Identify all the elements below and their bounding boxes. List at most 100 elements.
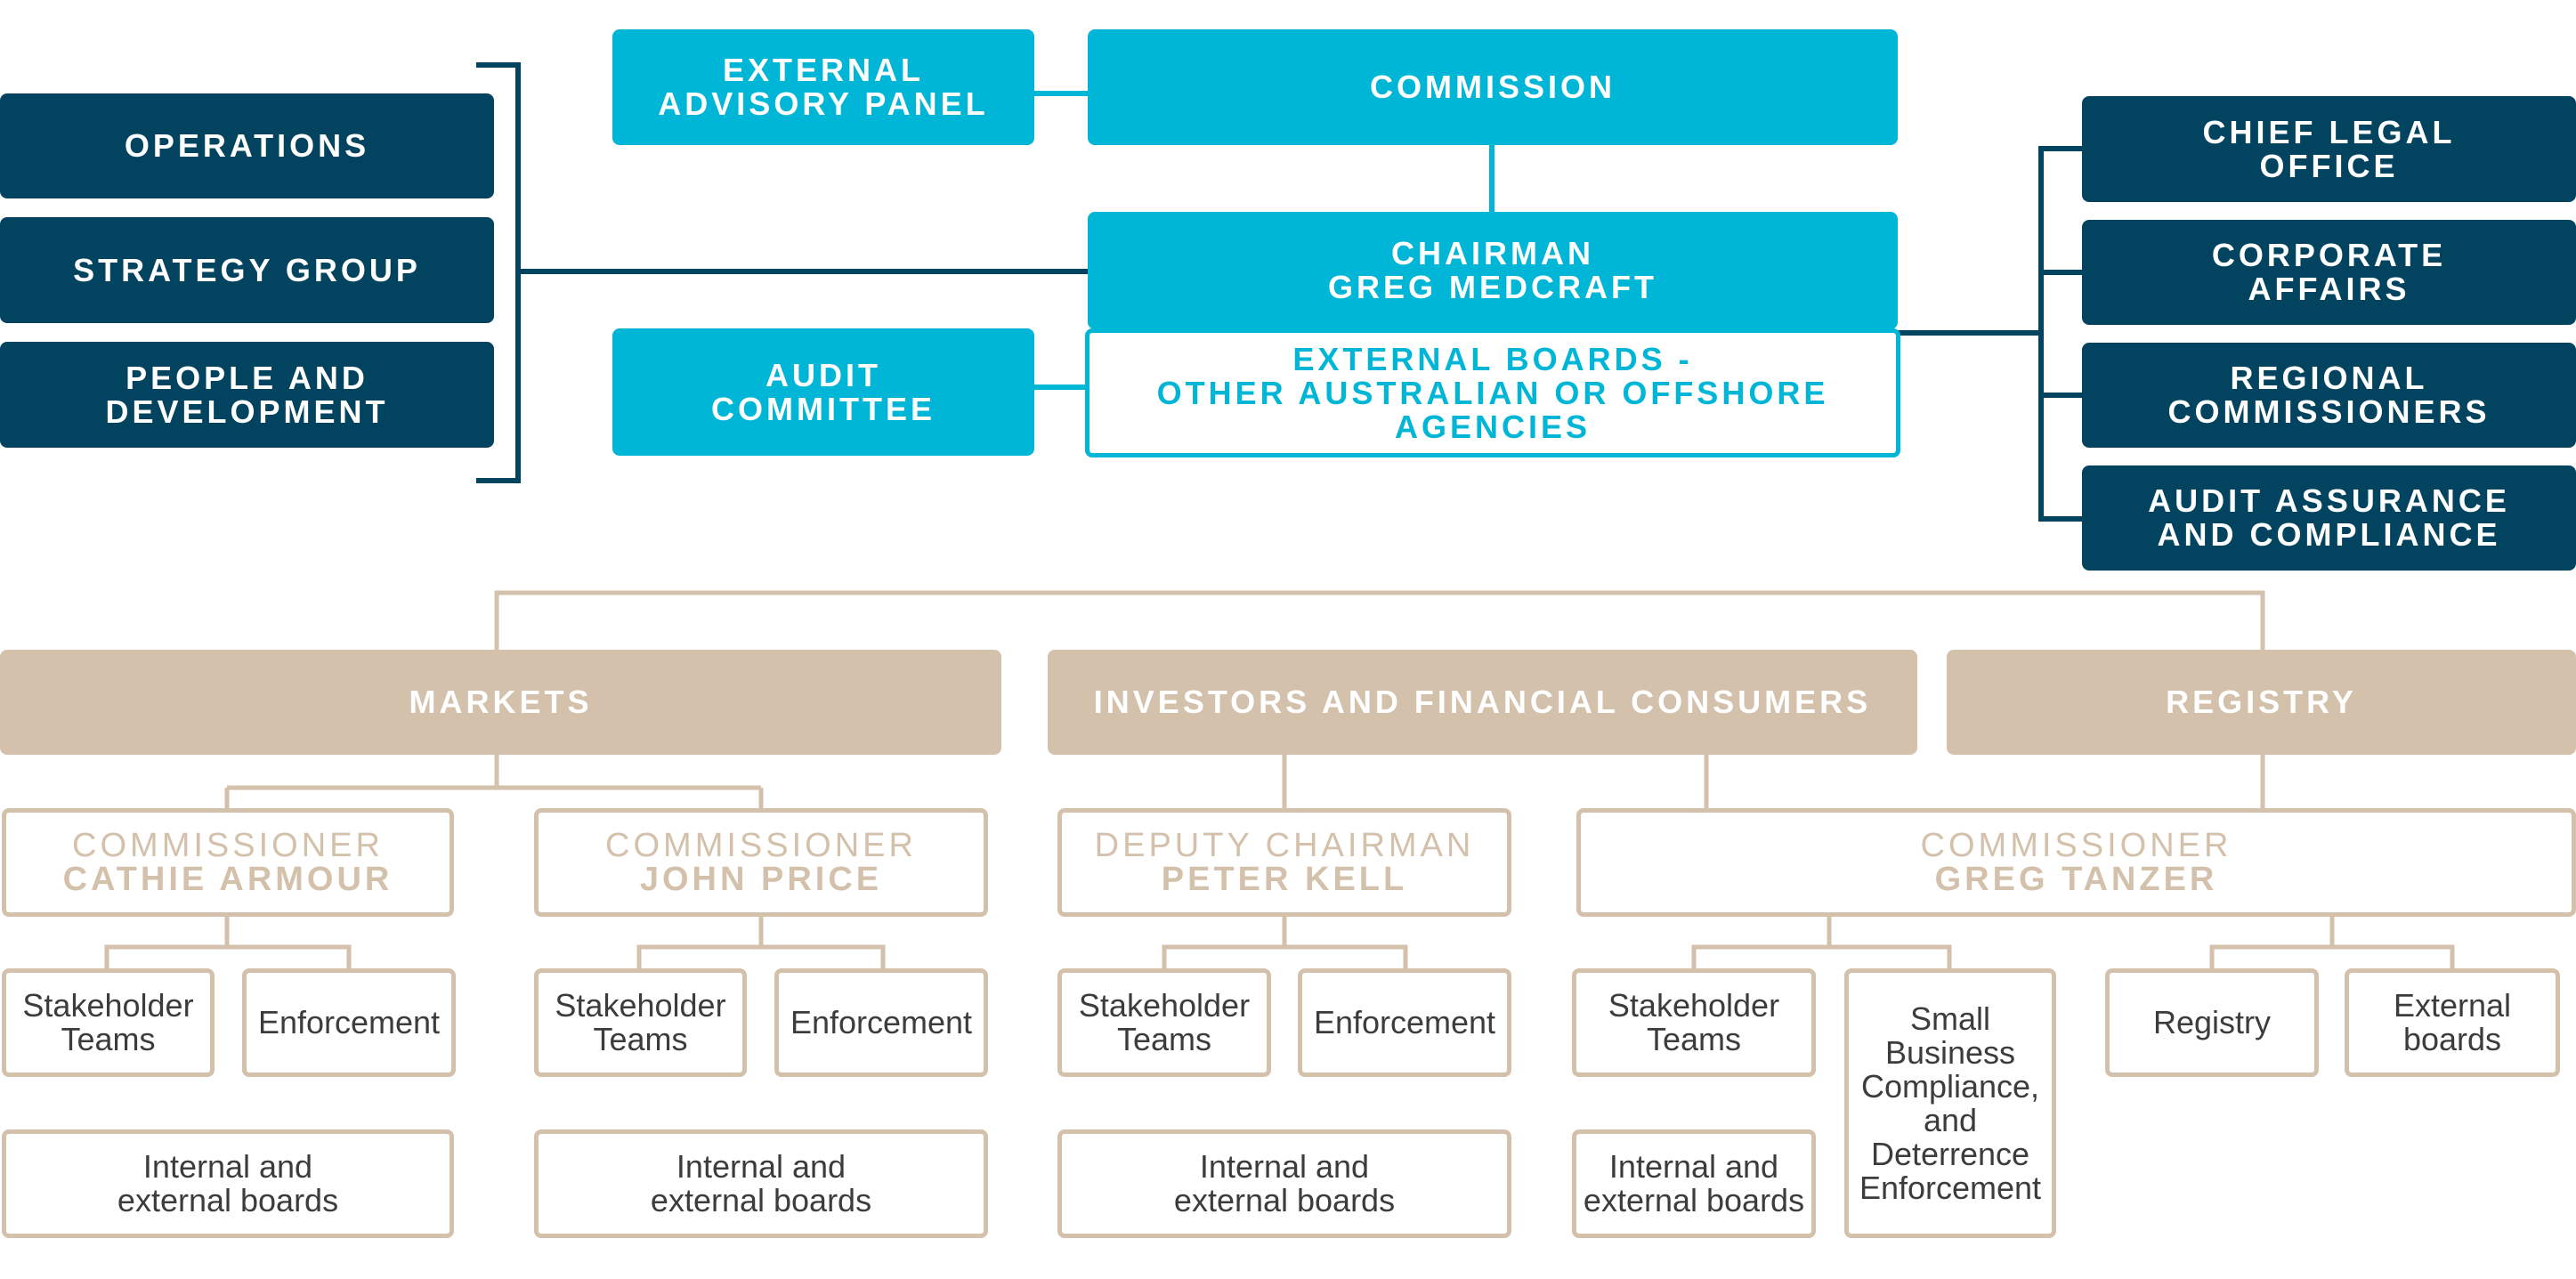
kell-stakeholder-teams-box: Stakeholder Teams [1057,968,1271,1077]
commissioner-armour-title: COMMISSIONER [72,827,384,864]
external-advisory-panel-line-2: ADVISORY PANEL [658,85,989,122]
stakeholder-teams-line-2: Teams [593,1021,688,1057]
corporate-affairs-box: CORPORATE AFFAIRS [2082,220,2576,325]
stakeholder-teams-line-1: Stakeholder [22,987,194,1024]
commission-box: COMMISSION [1088,29,1898,145]
strategy-group-box: STRATEGY GROUP [0,217,494,323]
stakeholder-teams-line-2: Teams [61,1021,156,1057]
right-bracket-line [2038,146,2083,522]
markets-division-box: MARKETS [0,650,1001,755]
external-boards-team-line-2: boards [2402,1021,2502,1057]
enforcement-label: Enforcement [257,1004,441,1040]
external-boards-line-2: OTHER AUSTRALIAN OR OFFSHORE [1156,374,1829,411]
external-boards-team-line-1: External [2393,987,2512,1024]
audit-committee-box: AUDIT COMMITTEE [612,328,1034,456]
chairman-title: CHAIRMAN [1391,235,1594,271]
external-boards-line-1: EXTERNAL BOARDS - [1292,340,1693,377]
audit-assurance-line-2: AND COMPLIANCE [2157,516,2501,553]
corporate-affairs-line-1: CORPORATE [2211,237,2447,273]
corporate-affairs-line-2: AFFAIRS [2248,271,2410,307]
people-and-development-line-1: PEOPLE AND [126,359,369,396]
chief-legal-office-line-1: CHIEF LEGAL [2202,113,2456,150]
operations-box: OPERATIONS [0,93,494,198]
internal-external-boards-line-1: Internal and [676,1148,847,1185]
markets-division-label: MARKETS [409,684,593,720]
internal-external-boards-line-1: Internal and [1608,1148,1779,1185]
tanzer-stakeholder-teams-box: Stakeholder Teams [1572,968,1816,1077]
small-business-line-5: Deterrence [1870,1135,2030,1172]
deputy-chairman-kell-title: DEPUTY CHAIRMAN [1094,827,1475,864]
registry-division-box: REGISTRY [1947,650,2576,755]
small-business-line-2: Business [1884,1033,2016,1071]
price-enforcement-box: Enforcement [774,968,988,1077]
commissioner-tanzer-title: COMMISSIONER [1920,827,2232,864]
registry-division-label: REGISTRY [2166,684,2357,720]
commissioner-armour-name: CATHIE ARMOUR [62,861,393,898]
internal-external-boards-line-2: external boards [117,1182,339,1218]
small-business-line-1: Small [1909,1000,1991,1037]
kell-teams-line [1162,917,1408,970]
external-advisory-panel-line-1: EXTERNAL [722,52,924,88]
registry-team-box: Registry [2105,968,2319,1077]
stakeholder-teams-line-1: Stakeholder [1608,987,1780,1024]
audit-committee-line-1: AUDIT [766,356,881,393]
small-business-line-6: Enforcement [1859,1169,2042,1206]
tanzer-left-teams-line [1691,917,1952,970]
kell-enforcement-box: Enforcement [1298,968,1511,1077]
internal-external-boards-line-2: external boards [650,1182,872,1218]
tanzer-internal-external-boards-box: Internal and external boards [1572,1129,1816,1238]
commissioner-price-title: COMMISSIONER [605,827,917,864]
commissioner-price-box: COMMISSIONER JOHN PRICE [534,808,988,917]
registry-team-label: Registry [2152,1004,2272,1040]
commissioner-tanzer-name: GREG TANZER [1934,861,2218,898]
small-business-line-4: and [1923,1101,1978,1138]
operations-label: OPERATIONS [124,127,370,164]
enforcement-label: Enforcement [1313,1004,1496,1040]
audit-committee-line-2: COMMITTEE [711,390,936,427]
external-boards-box: EXTERNAL BOARDS - OTHER AUSTRALIAN OR OF… [1085,328,1900,457]
division-bus-line [494,590,2265,650]
people-and-development-box: PEOPLE AND DEVELOPMENT [0,342,494,448]
stakeholder-teams-line-1: Stakeholder [1078,987,1251,1024]
armour-stakeholder-teams-box: Stakeholder Teams [2,968,215,1077]
regional-commissioners-box: REGIONAL COMMISSIONERS [2082,343,2576,448]
armour-enforcement-box: Enforcement [242,968,456,1077]
price-internal-external-boards-box: Internal and external boards [534,1129,988,1238]
chief-legal-office-box: CHIEF LEGAL OFFICE [2082,96,2576,202]
kell-internal-external-boards-box: Internal and external boards [1057,1129,1511,1238]
enforcement-label: Enforcement [790,1004,973,1040]
commission-label: COMMISSION [1369,69,1616,105]
people-and-development-line-2: DEVELOPMENT [105,393,389,430]
stakeholder-teams-line-2: Teams [1116,1021,1212,1057]
armour-internal-external-boards-box: Internal and external boards [2,1129,454,1238]
stakeholder-teams-line-2: Teams [1646,1021,1742,1057]
armour-teams-line [104,917,352,970]
audit-assurance-box: AUDIT ASSURANCE AND COMPLIANCE [2082,465,2576,571]
external-boards-line-3: AGENCIES [1394,408,1592,445]
regional-commissioners-line-1: REGIONAL [2230,360,2428,396]
audit-assurance-line-1: AUDIT ASSURANCE [2148,482,2510,519]
small-business-line-3: Compliance, [1860,1067,2040,1105]
investors-division-label: INVESTORS AND FINANCIAL CONSUMERS [1093,684,1872,720]
chairman-box: CHAIRMAN GREG MEDCRAFT [1088,212,1898,329]
regional-commissioners-line-2: COMMISSIONERS [2167,393,2491,430]
price-stakeholder-teams-box: Stakeholder Teams [534,968,747,1077]
tanzer-right-teams-line [2209,917,2455,970]
chairman-name: GREG MEDCRAFT [1328,269,1657,305]
internal-external-boards-line-1: Internal and [1199,1148,1370,1185]
deputy-chairman-kell-box: DEPUTY CHAIRMAN PETER KELL [1057,808,1511,917]
external-boards-team-box: External boards [2345,968,2560,1077]
internal-external-boards-line-2: external boards [1173,1182,1396,1218]
commissioner-tanzer-box: COMMISSIONER GREG TANZER [1576,808,2576,917]
price-teams-line [636,917,886,970]
commissioner-price-name: JOHN PRICE [639,861,883,898]
investors-division-box: INVESTORS AND FINANCIAL CONSUMERS [1048,650,1917,755]
internal-external-boards-line-1: Internal and [142,1148,313,1185]
small-business-compliance-box: Small Business Compliance, and Deterrenc… [1844,968,2056,1238]
external-advisory-panel-box: EXTERNAL ADVISORY PANEL [612,29,1034,145]
deputy-chairman-kell-name: PETER KELL [1161,861,1408,898]
commissioner-armour-box: COMMISSIONER CATHIE ARMOUR [2,808,454,917]
stakeholder-teams-line-1: Stakeholder [555,987,726,1024]
strategy-group-label: STRATEGY GROUP [73,251,421,288]
